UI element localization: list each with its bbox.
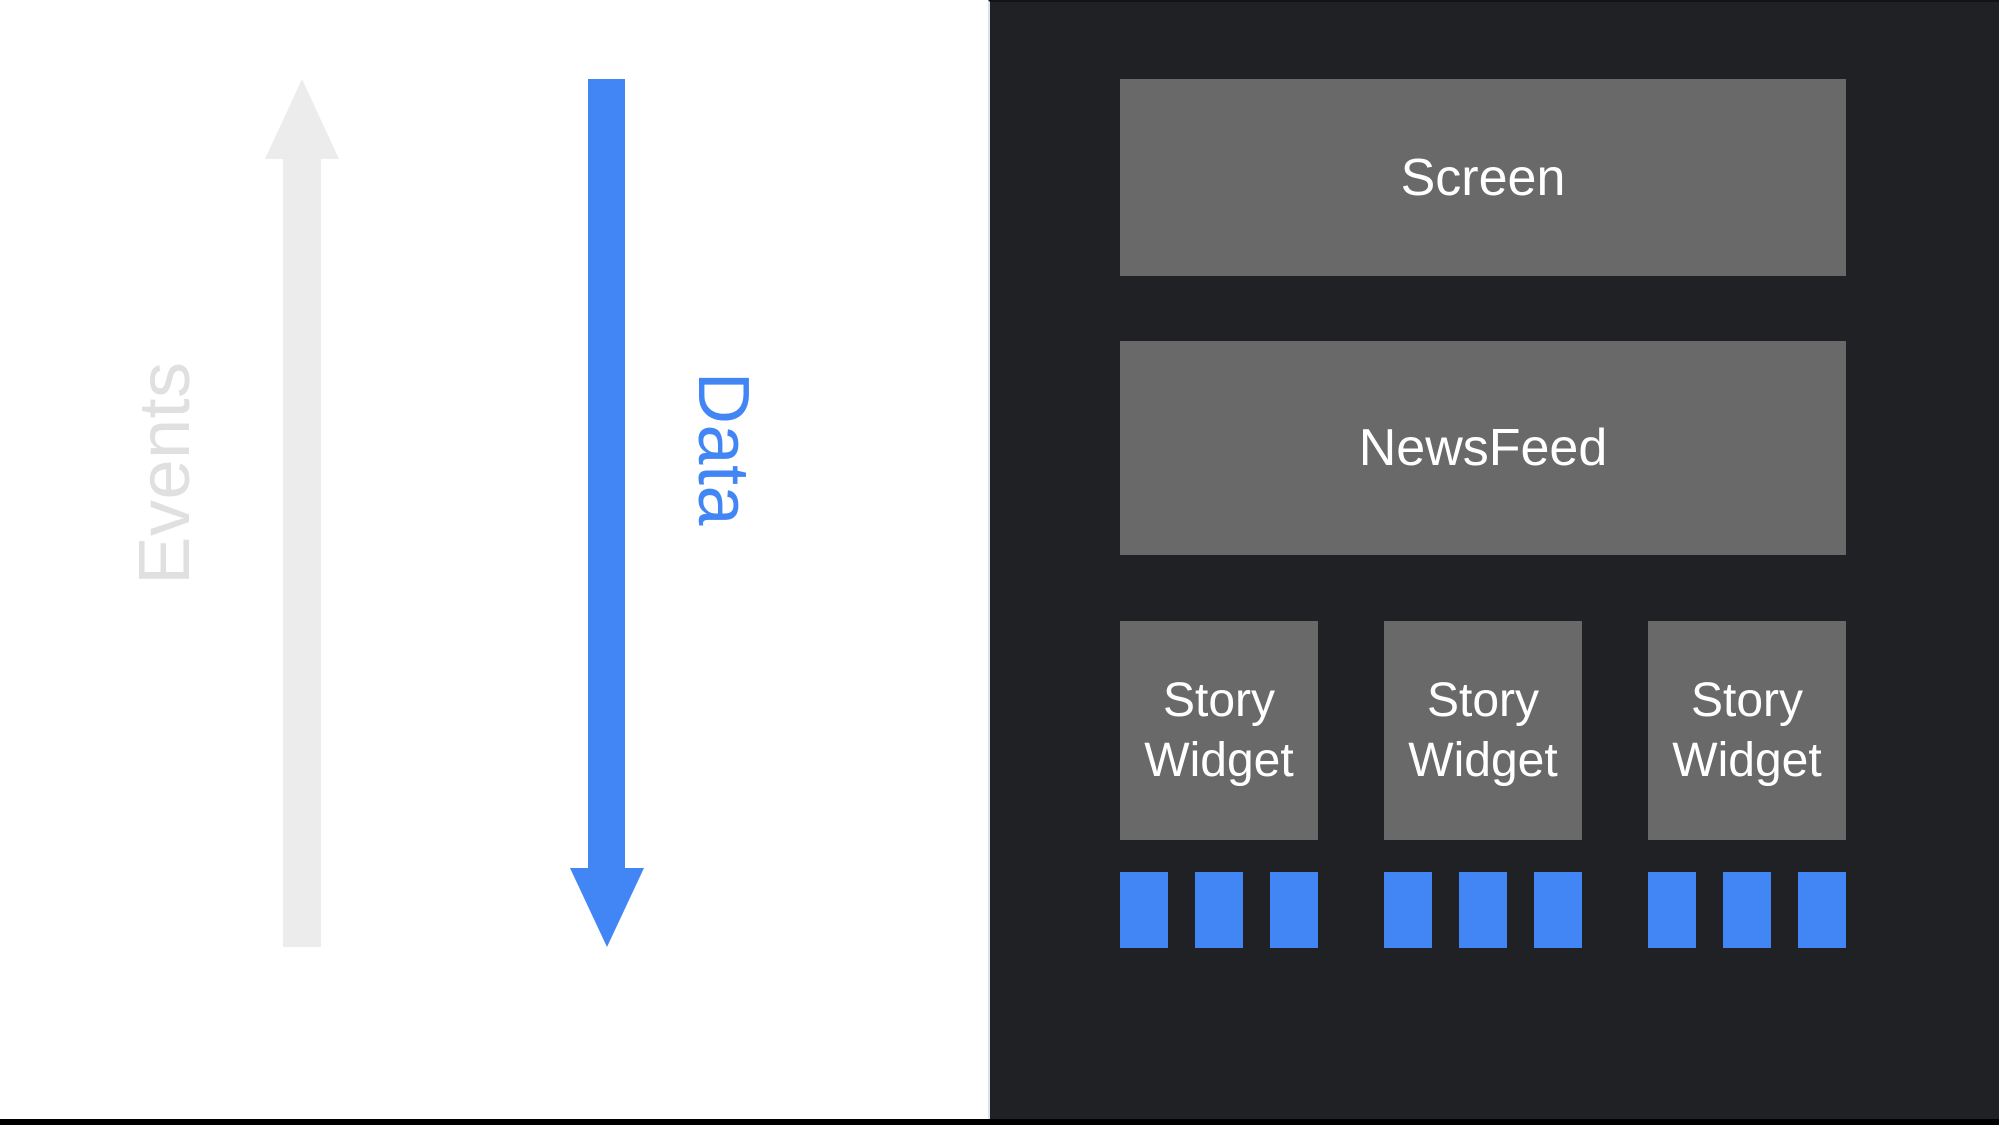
story-widget-box: Story Widget [1384, 621, 1582, 840]
story-bars-row [1648, 872, 1846, 948]
story-widget-box: Story Widget [1648, 621, 1846, 840]
story-bar [1459, 872, 1507, 948]
story-widget-column: Story Widget [1384, 621, 1582, 948]
story-bar [1384, 872, 1432, 948]
widget-tree-panel: Screen NewsFeed Story Widget Story Widge… [988, 0, 1999, 1125]
bottom-frame-edge [0, 1119, 1999, 1125]
events-data-flow-panel: Events Data [0, 0, 988, 1125]
story-bar [1723, 872, 1771, 948]
story-bar [1270, 872, 1318, 948]
newsfeed-box: NewsFeed [1120, 341, 1846, 555]
events-label: Events [125, 361, 205, 585]
story-widget-label: Story Widget [1144, 673, 1294, 787]
story-widget-column: Story Widget [1120, 621, 1318, 948]
data-down-arrow-icon [570, 868, 644, 947]
story-widget-label: Story Widget [1672, 673, 1822, 787]
story-widget-row: Story Widget Story Widget Story Widget [1120, 621, 1846, 948]
story-bar [1120, 872, 1168, 948]
events-up-arrow-shaft [283, 157, 321, 947]
story-bar [1798, 872, 1846, 948]
data-down-arrow-shaft [588, 79, 625, 870]
story-bars-row [1384, 872, 1582, 948]
screen-box: Screen [1120, 79, 1846, 276]
story-bars-row [1120, 872, 1318, 948]
newsfeed-box-label: NewsFeed [1358, 419, 1608, 477]
events-up-arrow-icon [265, 79, 339, 159]
screen-box-label: Screen [1400, 148, 1566, 207]
story-bar [1195, 872, 1243, 948]
story-widget-label: Story Widget [1408, 673, 1558, 787]
story-bar [1648, 872, 1696, 948]
data-label: Data [683, 371, 763, 527]
story-widget-box: Story Widget [1120, 621, 1318, 840]
story-bar [1534, 872, 1582, 948]
story-widget-column: Story Widget [1648, 621, 1846, 948]
